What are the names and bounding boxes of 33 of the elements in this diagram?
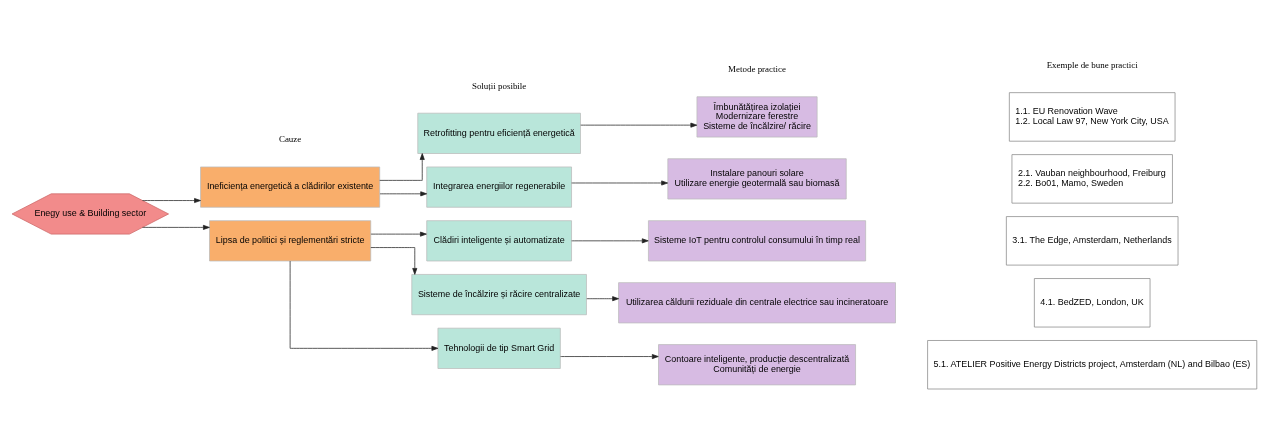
arrow bbox=[142, 224, 210, 230]
node-box: Ineficiența energetică a clădirilor existente bbox=[200, 166, 381, 208]
node-box: Sisteme IoT pentru controlul consumului în timp real bbox=[648, 219, 867, 261]
node-box: Instalare panouri solare Utilizare energie geotermală sau biomasă bbox=[667, 157, 847, 199]
label: Exemple de bune practici bbox=[1046, 59, 1138, 70]
node-box: Clădiri inteligente și automatizate bbox=[426, 219, 572, 261]
arrow bbox=[370, 231, 427, 237]
node-box: Integrarea energiilor regenerabile bbox=[426, 166, 572, 208]
label: Metode practice bbox=[728, 63, 786, 74]
arrow bbox=[379, 152, 425, 181]
arrow bbox=[379, 190, 428, 196]
arrow bbox=[370, 246, 418, 275]
node-box: Tehnologii de tip Smart Grid bbox=[437, 327, 561, 369]
node-box: Retrofitting pentru eficiență energetică bbox=[417, 112, 581, 154]
arrow bbox=[289, 260, 439, 351]
label: Cauze bbox=[278, 133, 302, 144]
node-box: Îmbunătățirea izolației Modernizare ferestre Sisteme de încălzire/ răcire bbox=[696, 95, 818, 137]
arrow bbox=[560, 353, 659, 359]
arrow bbox=[586, 295, 619, 301]
node-box: 2.1. Vauban neighbourhood, Freiburg 2.2. Bo01, Mamo, Sweden bbox=[1011, 153, 1173, 203]
arrow bbox=[571, 180, 668, 185]
node-box: Sisteme de încălzire și răcire centralizate bbox=[411, 273, 587, 315]
node-box: Utilizarea căldurii reziduale din centrale electrice sau incineratoare bbox=[618, 281, 896, 323]
node-box: 5.1. ATELIER Positive Energy Districts project, Amsterdam (NL) and Bilbao (ES) bbox=[927, 339, 1258, 389]
arrow bbox=[571, 237, 649, 243]
node-box: 4.1. BedZED, London, UK bbox=[1033, 277, 1151, 327]
node-box: Lipsa de politici și reglementări stricte bbox=[209, 219, 372, 261]
node-box: 1.1. EU Renovation Wave 1.2. Local Law 97, New York City, USA bbox=[1008, 91, 1176, 142]
node-box: 3.1. The Edge, Amsterdam, Netherlands bbox=[1005, 215, 1179, 265]
label: Soluții posibile bbox=[471, 80, 527, 91]
node-box: Contoare inteligente, producție descentralizată Comunități de energie bbox=[658, 343, 856, 385]
arrow bbox=[142, 197, 201, 203]
arrow bbox=[580, 122, 698, 128]
